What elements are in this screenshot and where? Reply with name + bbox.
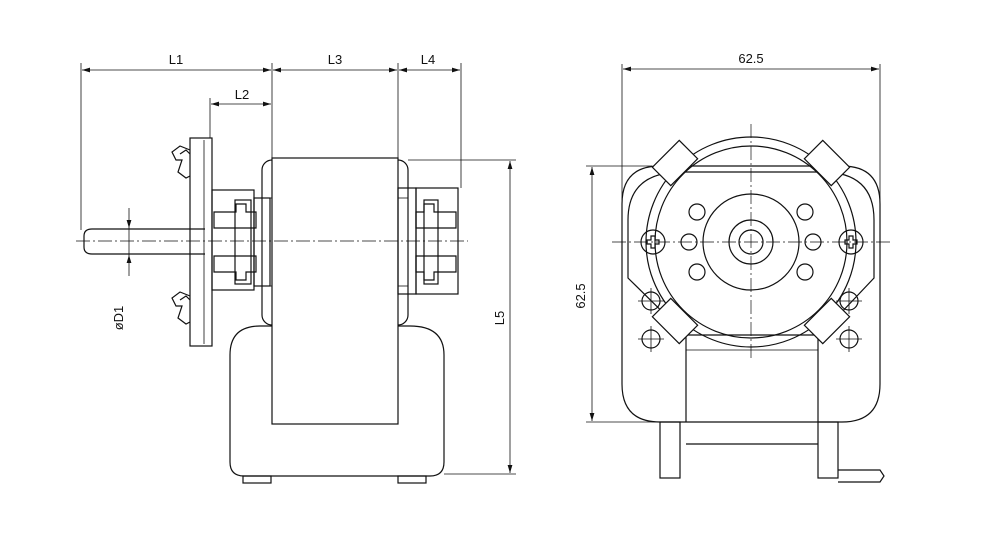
- dim-l4-label: L4: [421, 52, 435, 67]
- mounting-holes: [638, 288, 862, 352]
- dim-l3: L3: [273, 52, 397, 73]
- front-bracket: [621, 165, 881, 423]
- dim-l2-label: L2: [235, 87, 249, 102]
- dim-height-label: 62.5: [573, 283, 588, 308]
- clamp-tabs: [651, 139, 851, 345]
- front-view: 62.5 62.5: [573, 51, 892, 483]
- mounting-plate: [171, 137, 213, 347]
- dim-d1: øD1: [111, 208, 132, 331]
- dim-d1-label: øD1: [111, 306, 126, 331]
- side-extension-lines: [80, 63, 516, 475]
- coil-bobbin: [229, 157, 445, 484]
- dim-l5-label: L5: [492, 311, 507, 325]
- dim-l1: L1: [82, 52, 271, 73]
- front-centerlines: [612, 124, 892, 360]
- dim-l1-label: L1: [169, 52, 183, 67]
- front-extension-lines: [586, 64, 881, 423]
- dim-width-label: 62.5: [738, 51, 763, 66]
- side-view: L1 L3 L4 L2 L5 øD1: [76, 52, 516, 484]
- left-bearing: [211, 189, 271, 291]
- shaft: [83, 228, 205, 255]
- dim-width: 62.5: [623, 51, 879, 72]
- front-feet: [659, 421, 885, 483]
- dim-height: 62.5: [573, 167, 595, 421]
- dim-l3-label: L3: [328, 52, 342, 67]
- dim-l4: L4: [399, 52, 460, 73]
- dim-l5: L5: [492, 161, 513, 473]
- dim-l2: L2: [211, 87, 271, 107]
